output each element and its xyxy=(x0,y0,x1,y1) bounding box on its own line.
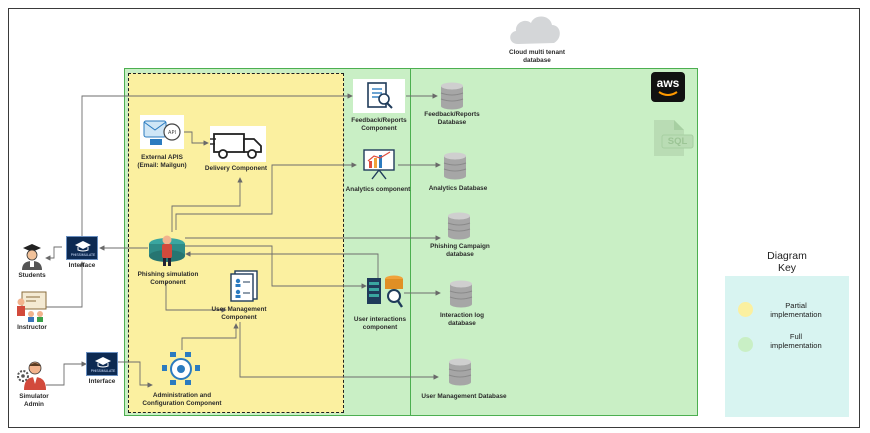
phishing-campaign-database-icon xyxy=(447,212,471,245)
conn-usermgmt-db xyxy=(239,322,439,380)
feedback-database-icon xyxy=(440,82,464,115)
svg-text:API: API xyxy=(168,130,176,136)
user-management-database-icon xyxy=(448,358,472,391)
conn-phishing-delivery xyxy=(171,177,243,232)
delivery-component-label: Delivery Component xyxy=(204,165,268,172)
full-key-swatch xyxy=(738,337,753,352)
external-apis-icon: API xyxy=(140,115,184,149)
students-label: Students xyxy=(18,272,46,279)
conn-interactions-phishing xyxy=(185,251,379,282)
conn-admin-interface xyxy=(46,361,87,386)
diagram-frame xyxy=(8,8,860,428)
cloud-icon xyxy=(510,16,560,44)
user-management-icon xyxy=(228,268,260,302)
conn-admin-usermgmt xyxy=(181,323,239,350)
region-divider xyxy=(410,68,411,416)
conn-students-interface xyxy=(45,246,62,261)
admin-config-icon xyxy=(160,350,202,388)
external-apis-label: External APIS(Email: Mailgun) xyxy=(137,154,187,169)
student-icon xyxy=(18,242,46,275)
analytics-database-label: Analytics Database xyxy=(428,185,488,192)
conn-phishing-interactions xyxy=(180,245,367,289)
phishing-simulation-icon xyxy=(146,226,188,268)
feedback-reports-icon xyxy=(353,79,405,113)
analytics-chart-icon xyxy=(360,147,398,181)
analytics-database-icon xyxy=(443,152,467,185)
conn-phishing-analytics xyxy=(175,162,357,230)
interface-bottom-badge: PHISSIMULATE xyxy=(86,352,118,376)
interface-top-badge: PHISSIMULATE xyxy=(66,236,98,260)
conn-phishing-usermgmt xyxy=(165,282,227,313)
interface-top-label: Interface xyxy=(68,262,96,269)
delivery-truck-icon xyxy=(210,126,266,162)
user-management-database-label: User Management Database xyxy=(421,393,507,400)
sql-file-icon: SQL xyxy=(652,118,694,158)
conn-interface-admin xyxy=(118,361,153,388)
interface-bottom-label: Interface xyxy=(88,378,116,385)
partial-key-swatch xyxy=(738,302,753,317)
conn-instructor-interface xyxy=(46,261,85,308)
user-interactions-icon xyxy=(364,272,406,310)
aws-logo: aws xyxy=(651,72,685,102)
conn-interface-feedback xyxy=(81,93,353,240)
analytics-component-label: Analytics component xyxy=(345,186,411,193)
conn-external-delivery xyxy=(184,131,209,146)
interaction-log-database-icon xyxy=(449,280,473,313)
instructor-icon xyxy=(14,290,48,327)
simulator-admin-icon xyxy=(16,360,48,395)
instructor-label: Instructor xyxy=(17,324,47,331)
